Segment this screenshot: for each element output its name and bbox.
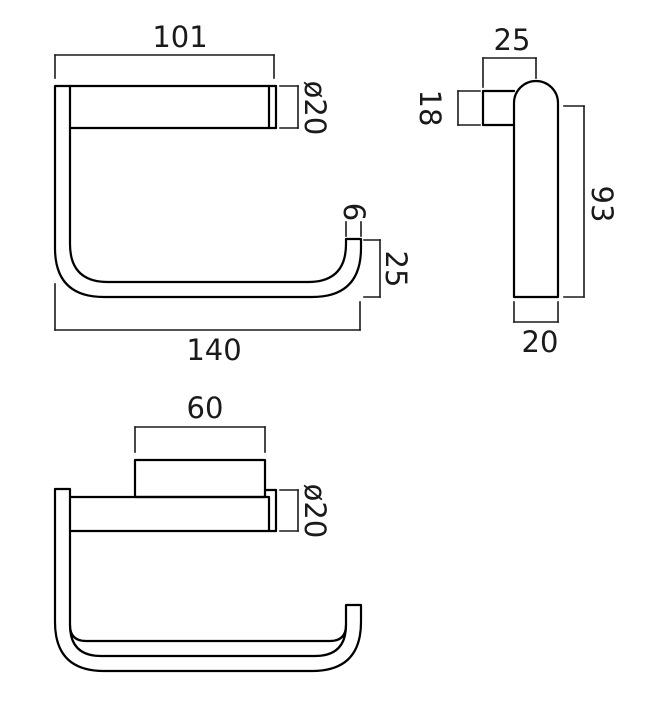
bottom-mount-block — [133, 458, 267, 499]
dim-label-93: 93 — [585, 186, 619, 223]
side-mount-block — [481, 89, 516, 127]
bottom-bar — [68, 495, 271, 533]
front-holder-outline — [53, 84, 363, 299]
dim-label-6: 6 — [337, 203, 371, 221]
dim-label-25-side: 25 — [494, 23, 531, 57]
dim-label-25-front: 25 — [379, 251, 413, 288]
dim-label-diam-front: ø20 — [298, 81, 332, 136]
dim-label-60: 60 — [187, 391, 224, 425]
dim-label-140: 140 — [186, 333, 241, 367]
bottom-inner-line — [68, 623, 348, 643]
front-bar — [68, 84, 271, 130]
dim-label-101: 101 — [152, 20, 207, 54]
side-view: 25 18 93 20 — [413, 23, 619, 359]
bottom-holder-outline — [53, 487, 363, 673]
dim-label-diam-bottom: ø20 — [298, 484, 332, 539]
dim-label-20: 20 — [522, 325, 559, 359]
dim-label-18: 18 — [413, 90, 447, 127]
bottom-view: 60 ø20 — [53, 391, 363, 673]
front-view: 101 ø20 6 25 140 — [53, 20, 413, 367]
side-arm-outline — [512, 79, 560, 299]
